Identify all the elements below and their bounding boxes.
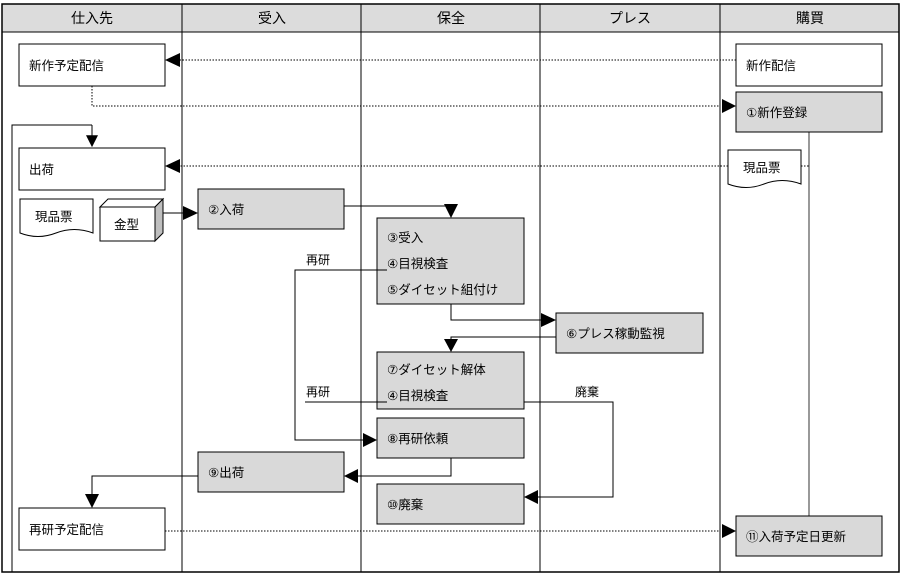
box-haiki10-label: ⑩廃棄 (387, 497, 424, 512)
box-saiken-irai: ⑧再研依頼 (376, 417, 525, 459)
box-shukka9: ⑨出荷 (197, 451, 345, 493)
box-shinsaku-yotei: 新作予定配信 (18, 43, 166, 87)
genpinhyo-left-doc: 現品票 (19, 198, 94, 237)
box-saiken-yotei: 再研予定配信 (18, 507, 166, 551)
box-saiken-yotei-label: 再研予定配信 (29, 522, 104, 537)
box-shinsaku-haishin-label: 新作配信 (746, 58, 796, 73)
lane-header-row: 仕入先 受入 保全 プレス 購買 (1, 3, 900, 33)
lane-title-kobai: 購買 (796, 11, 824, 27)
box-koushin: ⑪入荷予定日更新 (735, 515, 883, 557)
kanagata-block: 金型 (98, 197, 165, 243)
box-shukka: 出荷 (18, 147, 166, 191)
genpinhyo-right-label: 現品票 (743, 160, 781, 175)
saiken-note-lower: 再研 (306, 385, 330, 399)
dotted-flows (91, 59, 809, 532)
box-shinsaku-haishin: 新作配信 (735, 43, 883, 87)
saiken-note-upper: 再研 (306, 253, 330, 267)
box-kaitai-label: ⑦ダイセット解体 (387, 362, 486, 377)
box-kaitai-group: ⑦ダイセット解体 ④目視検査 (376, 351, 525, 410)
box-kumitsuke-label: ⑤ダイセット組付け (387, 282, 498, 297)
box-shukka9-label: ⑨出荷 (208, 465, 244, 480)
dotted-flow-arrowheads (165, 53, 736, 538)
box-nyuka: ②入荷 (197, 188, 345, 230)
box-shinsaku-touroku-label: ①新作登録 (746, 105, 808, 120)
box-mokushi2-label: ④目視検査 (387, 388, 449, 403)
box-ukeire-group: ③受入 ④目視検査 ⑤ダイセット組付け (376, 217, 525, 305)
solid-flows (91, 204, 614, 498)
box-ukeire-label: ③受入 (387, 230, 424, 245)
box-koushin-label: ⑪入荷予定日更新 (746, 529, 846, 544)
lane-title-press: プレス (609, 11, 651, 27)
box-shukka-label: 出荷 (29, 162, 54, 177)
box-shinsaku-yotei-label: 新作予定配信 (29, 58, 104, 73)
haiki-note: 廃棄 (575, 384, 599, 399)
lane-grid (1, 3, 900, 573)
box-saiken-irai-label: ⑧再研依頼 (387, 431, 449, 446)
box-shinsaku-touroku: ①新作登録 (735, 91, 883, 133)
box-press: ⑥プレス稼動監視 (555, 312, 704, 354)
box-press-label: ⑥プレス稼動監視 (566, 326, 665, 341)
box-haiki10: ⑩廃棄 (376, 483, 525, 525)
lane-title-ukeire: 受入 (258, 11, 286, 27)
box-mokushi1-label: ④目視検査 (387, 256, 449, 271)
genpinhyo-left-label: 現品票 (35, 209, 73, 224)
kanagata-label: 金型 (114, 217, 139, 232)
box-nyuka-label: ②入荷 (208, 202, 244, 217)
left-loop-line (11, 124, 98, 573)
lane-title-shiiresaki: 仕入先 (71, 11, 113, 27)
genpinhyo-right-doc: 現品票 (727, 149, 802, 188)
solid-flow-arrowheads (85, 204, 556, 508)
lane-title-hozen: 保全 (437, 10, 465, 27)
